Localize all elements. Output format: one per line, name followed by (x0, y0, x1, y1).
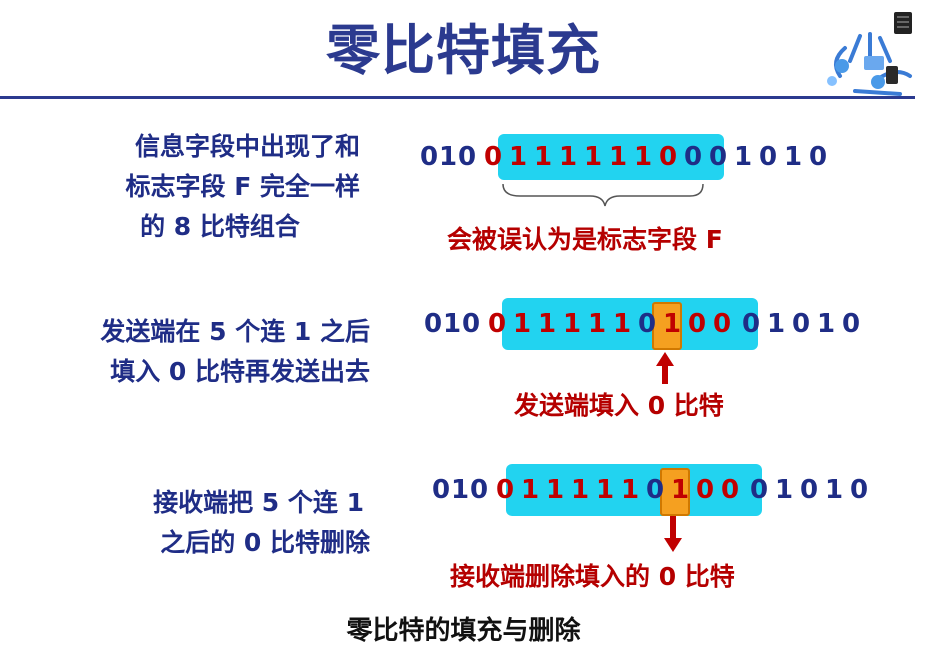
flag-match-highlight (498, 134, 724, 180)
bit: 1 (596, 475, 615, 505)
bit: 1 (443, 309, 462, 339)
bit: 1 (734, 142, 753, 172)
bit: 0 (792, 309, 811, 339)
bit: 0 (488, 309, 507, 339)
bit: 0 (750, 475, 769, 505)
figure-caption: 零比特的填充与删除 (346, 616, 581, 646)
removed-bit-box (660, 468, 690, 516)
bit: 0 (713, 309, 732, 339)
bit: 0 (800, 475, 819, 505)
bit: 1 (817, 309, 836, 339)
section3-description: 接收端把 5 个连 1 之后的 0 比特删除 (60, 483, 370, 563)
bit: 1 (588, 309, 607, 339)
section2-description: 发送端在 5 个连 1 之后 填入 0 比特再发送出去 (30, 312, 370, 392)
bit: 0 (420, 142, 439, 172)
bit: 0 (850, 475, 869, 505)
bit: 1 (571, 475, 590, 505)
bit: 0 (709, 142, 728, 172)
bit: 0 (721, 475, 740, 505)
bit: 1 (546, 475, 565, 505)
bit: 0 (432, 475, 451, 505)
bit: 1 (767, 309, 786, 339)
bit: 1 (775, 475, 794, 505)
bit: 0 (809, 142, 828, 172)
bit: 1 (663, 309, 682, 339)
bit: 1 (609, 142, 628, 172)
bit: 0 (496, 475, 515, 505)
bit: 1 (563, 309, 582, 339)
section3-note: 接收端删除填入的 0 比特 (450, 562, 735, 591)
bit: 0 (484, 142, 503, 172)
bit: 1 (439, 142, 458, 172)
desc-line: 发送端在 5 个连 1 之后 (100, 317, 370, 346)
received-frame-highlight (506, 464, 762, 516)
title-divider (0, 96, 915, 99)
bit: 1 (784, 142, 803, 172)
bit: 0 (688, 309, 707, 339)
bit: 0 (424, 309, 443, 339)
bit: 0 (759, 142, 778, 172)
stuffed-bit: 0 (638, 309, 657, 339)
desc-line: 接收端把 5 个连 1 (153, 488, 364, 517)
bit: 0 (742, 309, 761, 339)
desc-line: 标志字段 F 完全一样 (125, 172, 361, 201)
section2-note: 发送端填入 0 比特 (514, 391, 724, 420)
bit: 0 (696, 475, 715, 505)
bit: 1 (534, 142, 553, 172)
page-title: 零比特填充 (326, 19, 601, 82)
bit: 0 (842, 309, 861, 339)
bit: 1 (451, 475, 470, 505)
bit: 0 (462, 309, 481, 339)
bit: 0 (458, 142, 477, 172)
bit: 1 (671, 475, 690, 505)
section1-description: 信息字段中出现了和 标志字段 F 完全一样 的 8 比特组合 (60, 127, 361, 247)
stuffed-bit-box (652, 302, 682, 350)
bit: 1 (538, 309, 557, 339)
bit: 1 (621, 475, 640, 505)
desc-line: 的 8 比特组合 (140, 212, 300, 241)
bit: 1 (613, 309, 632, 339)
section1-note: 会被误认为是标志字段 F (447, 225, 723, 254)
bit: 0 (659, 142, 678, 172)
bit: 1 (634, 142, 653, 172)
bit: 1 (509, 142, 528, 172)
stuffed-frame-highlight (502, 298, 758, 350)
bit: 1 (584, 142, 603, 172)
desc-line: 之后的 0 比特删除 (160, 528, 370, 557)
desc-line: 填入 0 比特再发送出去 (110, 357, 370, 386)
bit: 1 (521, 475, 540, 505)
bit: 1 (513, 309, 532, 339)
stuffed-bit: 0 (646, 475, 665, 505)
bit: 0 (684, 142, 703, 172)
bit: 1 (559, 142, 578, 172)
bit: 1 (825, 475, 844, 505)
network-logo-icon (827, 12, 912, 96)
desc-line: 信息字段中出现了和 (134, 132, 360, 161)
bit: 0 (470, 475, 489, 505)
